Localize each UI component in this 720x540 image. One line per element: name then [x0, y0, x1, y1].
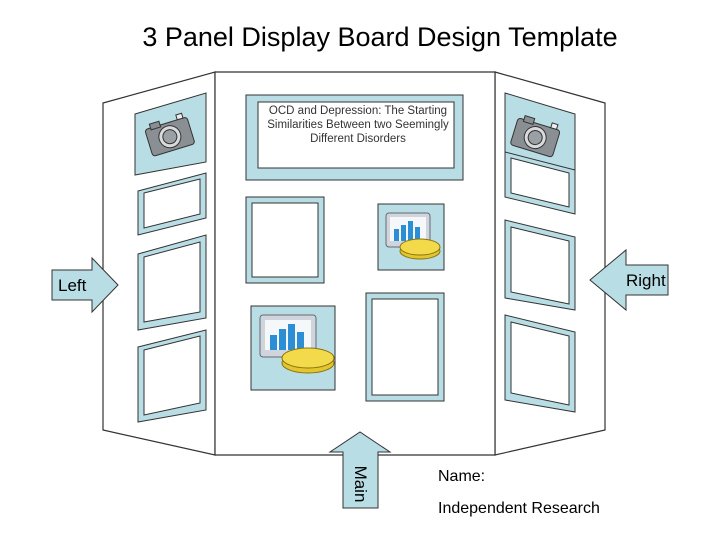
left-wing-panel-2	[137, 172, 207, 236]
header-title: OCD and Depression: The Starting Similar…	[267, 105, 449, 145]
chart-icon	[259, 314, 335, 374]
left-arrow	[51, 256, 119, 314]
header-inner	[257, 101, 455, 169]
name-label: Name:	[438, 468, 486, 485]
camera-icon	[145, 112, 195, 157]
right-wing-panel-2	[504, 151, 576, 215]
camera-icon	[510, 115, 561, 158]
chart-icon	[385, 212, 441, 260]
right-arrow-label: Right	[626, 271, 666, 290]
page-title: 3 Panel Display Board Design Template	[142, 22, 618, 52]
left-wing-panel-4	[137, 329, 207, 423]
right-arrow	[589, 248, 669, 312]
left-wing-panel-3	[137, 234, 207, 331]
main-arrow-label: Main	[351, 465, 370, 503]
research-label: Independent Research	[438, 500, 600, 517]
right-wing-panel-4	[504, 314, 576, 413]
right-wing-panel-3	[504, 219, 576, 311]
main-arrow	[328, 431, 392, 509]
left-arrow-label: Left	[58, 276, 87, 295]
